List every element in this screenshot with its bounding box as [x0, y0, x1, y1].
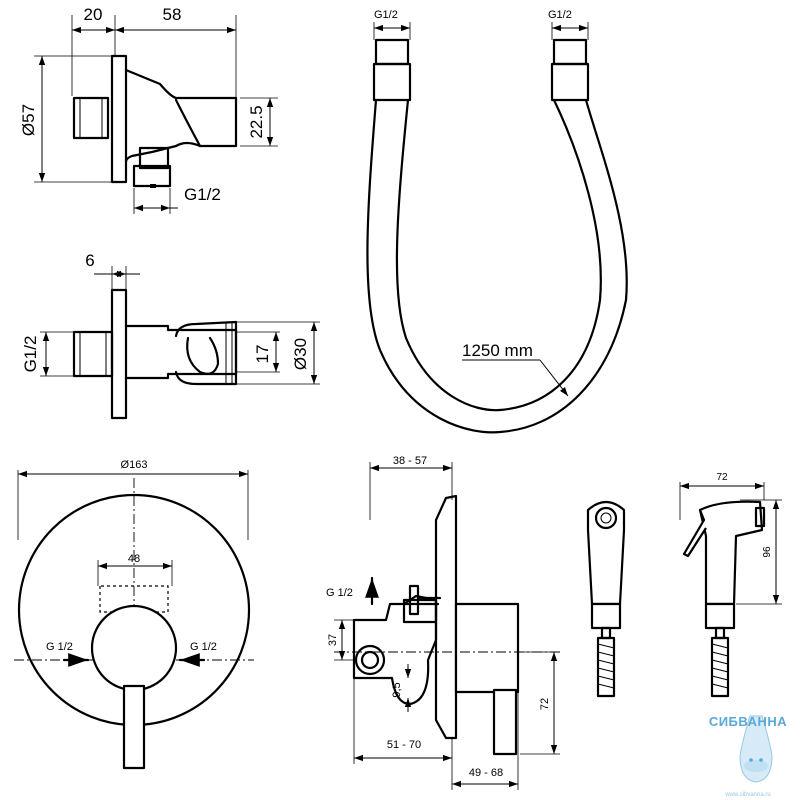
dim-depth-mid: 51 - 70 — [387, 739, 421, 751]
dim-diameter: Ø57 — [19, 104, 38, 136]
dim-outer: Ø30 — [291, 338, 310, 370]
dim-height: 96 — [762, 546, 773, 558]
dim-small: 9,5 — [391, 682, 403, 697]
thread-label: G1/2 — [184, 185, 221, 204]
mixer-section-view: 38 - 57 G 1/2 37 9,5 72 51 - 70 49 - 68 — [326, 455, 560, 790]
inlet-right: G 1/2 — [190, 641, 217, 653]
dim-height: 22.5 — [247, 105, 266, 138]
inlet-left: G 1/2 — [46, 641, 73, 653]
length-label: 1250 mm — [462, 341, 533, 360]
dim-width-b: 58 — [163, 5, 182, 24]
watermark-logo: СИБВАННА www.sibvanna.ru — [709, 714, 787, 798]
dim-offset: 37 — [327, 634, 339, 646]
outlet-label: G 1/2 — [326, 587, 353, 599]
dim-diameter: Ø163 — [121, 459, 148, 471]
thread-label: G1/2 — [21, 336, 40, 373]
watermark-url: www.sibvanna.ru — [724, 792, 770, 798]
dim-length: 72 — [716, 472, 728, 483]
dim-depth-bottom: 49 - 68 — [469, 767, 503, 779]
hose-view: G1/2 G1/2 1250 mm — [367, 9, 626, 432]
dim-body: 48 — [128, 553, 140, 565]
holder-side-view: 20 58 Ø57 22.5 G1/2 — [19, 5, 278, 214]
dim-plate: 6 — [85, 251, 94, 270]
watermark-brand: СИБВАННА — [709, 714, 787, 729]
thread-left: G1/2 — [374, 9, 398, 21]
holder-top-view: 6 G1/2 17 Ø30 — [21, 251, 320, 418]
thread-right: G1/2 — [548, 9, 572, 21]
dim-inner: 17 — [253, 345, 272, 364]
handset-front-view — [588, 502, 624, 696]
dim-handle: 72 — [539, 698, 551, 710]
dim-width-a: 20 — [84, 5, 103, 24]
handset-side-view: 72 96 — [680, 472, 782, 696]
dim-depth-top: 38 - 57 — [393, 455, 427, 467]
mixer-front-view: Ø163 48 G 1/2 G 1/2 — [14, 459, 254, 768]
